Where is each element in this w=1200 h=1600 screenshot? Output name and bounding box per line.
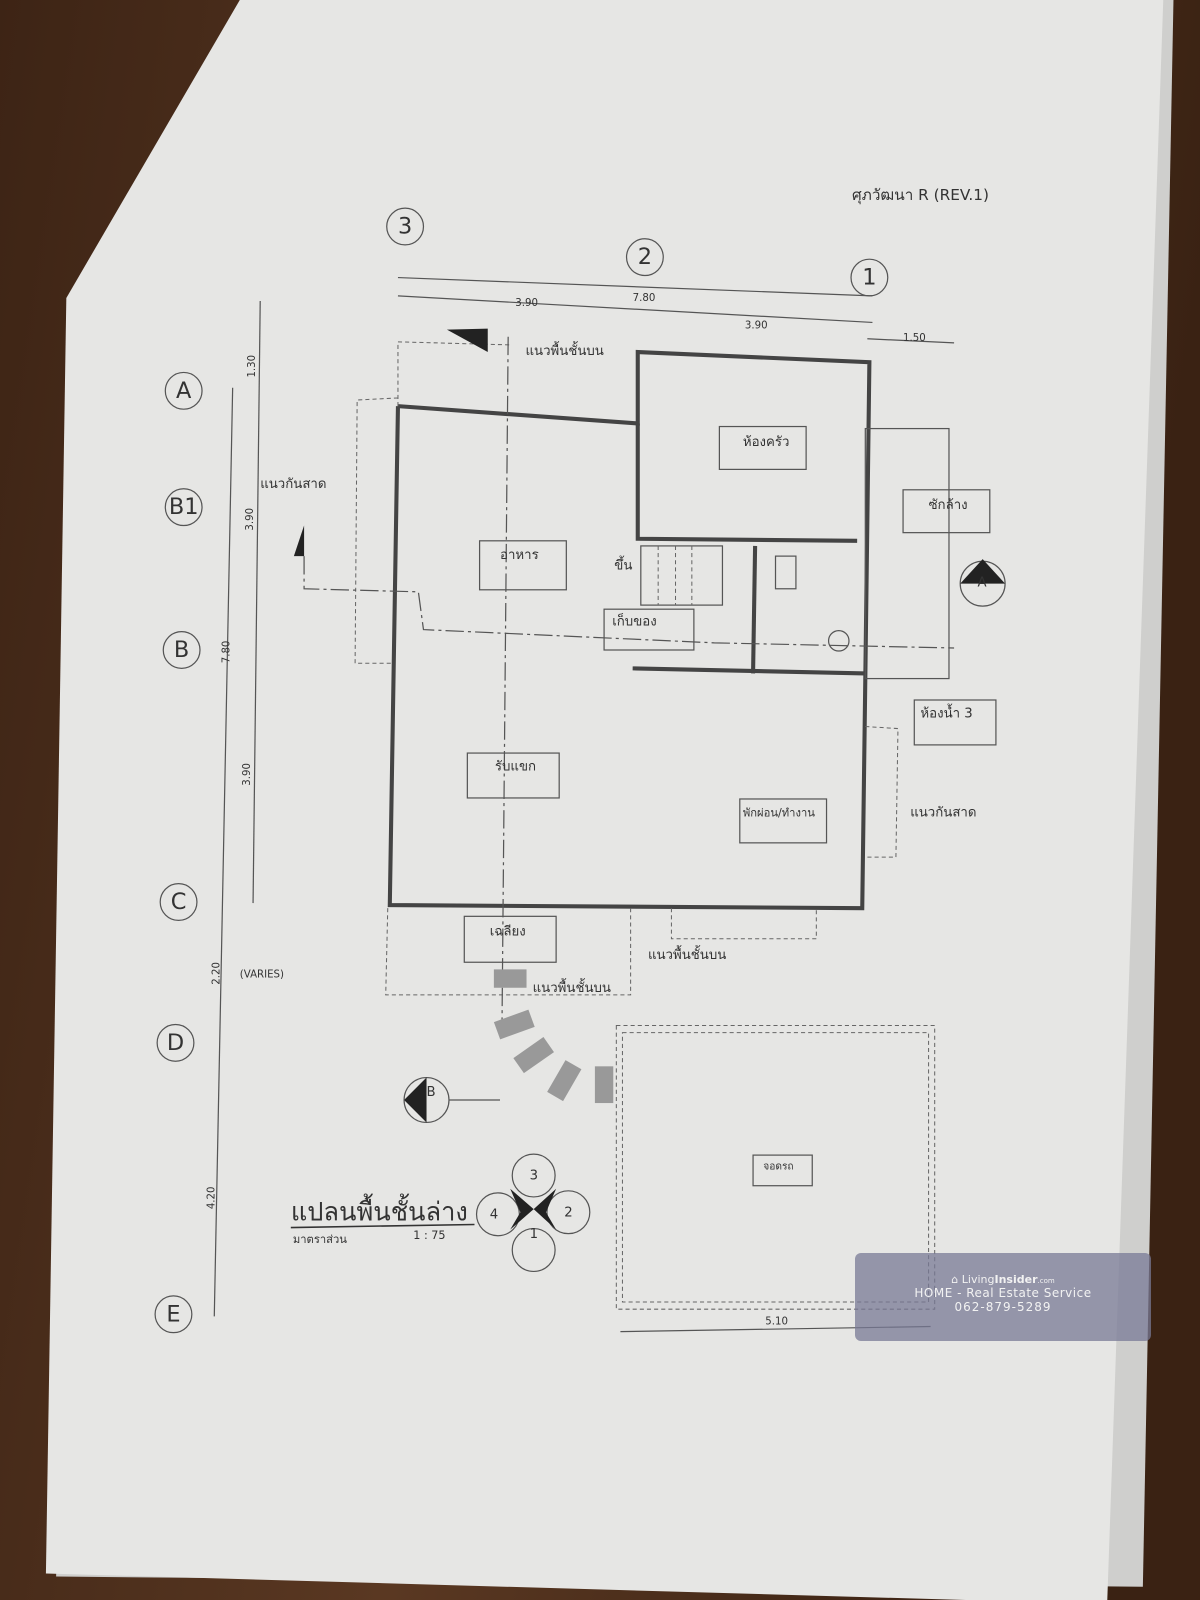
svg-text:3: 3 [530, 1169, 538, 1184]
svg-text:แนวกันสาด: แนวกันสาด [910, 805, 976, 820]
svg-text:3.90: 3.90 [242, 763, 253, 786]
notes: แนวพื้นชั้นบน แนวกันสาด แนวกันสาด แนวพื้… [260, 328, 976, 996]
room-laundry: ซักล้าง [902, 489, 991, 534]
building-walls [387, 349, 950, 911]
svg-text:7.80: 7.80 [222, 641, 233, 664]
svg-text:แนวกันสาด: แนวกันสาด [260, 477, 326, 492]
top-dimensions: 7.80 3.90 3.90 1.50 [397, 276, 955, 344]
svg-text:4: 4 [490, 1207, 498, 1222]
room-storage: เก็บของ [603, 608, 695, 651]
section-marker-a: A [959, 559, 1006, 607]
svg-text:2: 2 [638, 244, 652, 270]
watermark: ⌂ LivingInsider.com HOME - Real Estate S… [855, 1253, 1151, 1341]
svg-text:1.50: 1.50 [903, 333, 926, 344]
room-dining: อาหาร [478, 540, 567, 591]
svg-text:4.20: 4.20 [206, 1186, 217, 1209]
svg-text:(VARIES): (VARIES) [240, 970, 284, 981]
room-kitchen: ห้องครัว [718, 425, 807, 470]
svg-text:B: B [427, 1085, 436, 1100]
watermark-logo: ⌂ LivingInsider.com [951, 1273, 1055, 1286]
dashed-outlines [303, 336, 955, 1021]
grid-column-3: 3 [386, 207, 425, 246]
svg-text:พักผ่อน/ทำงาน: พักผ่อน/ทำงาน [743, 806, 815, 819]
svg-text:ห้องน้ำ 3: ห้องน้ำ 3 [920, 703, 972, 721]
svg-text:A: A [176, 378, 192, 404]
svg-text:C: C [171, 889, 187, 915]
svg-text:E: E [166, 1301, 180, 1327]
grid-rows: A B1 B C D E 1.30 3.90 7.80 3.90 2.20 (V… [154, 301, 284, 1334]
room-living: รับแขก [466, 752, 560, 799]
svg-text:A: A [978, 576, 987, 591]
room-labels: ห้องครัว ซักล้าง อาหาร ขึ้น เก็บของ ห้อง… [463, 425, 997, 1187]
svg-text:แนวพื้นชั้นบน: แนวพื้นชั้นบน [533, 978, 611, 996]
section-marker-b: B [403, 1076, 500, 1124]
svg-text:1.30: 1.30 [247, 355, 258, 378]
scale-label: มาตราส่วน [293, 1233, 347, 1246]
svg-text:2.20: 2.20 [211, 962, 222, 985]
svg-text:2: 2 [564, 1205, 572, 1220]
svg-text:D: D [167, 1030, 184, 1056]
svg-text:3.90: 3.90 [745, 321, 768, 332]
grid-column-2: 2 [625, 238, 664, 277]
svg-text:1: 1 [862, 265, 876, 291]
room-garage: จอดรถ [752, 1154, 813, 1187]
svg-text:ห้องครัว: ห้องครัว [743, 434, 790, 450]
svg-text:รับแขก: รับแขก [495, 759, 536, 774]
svg-text:3: 3 [398, 214, 412, 240]
home-icon: ⌂ [951, 1273, 962, 1286]
svg-text:3.90: 3.90 [245, 508, 256, 531]
svg-text:B1: B1 [169, 494, 199, 520]
watermark-phone: 062-879-5289 [954, 1300, 1052, 1314]
svg-text:เก็บของ: เก็บของ [612, 612, 656, 630]
svg-text:1: 1 [530, 1227, 538, 1242]
svg-text:5.10: 5.10 [765, 1316, 788, 1327]
paper-sheet [45, 0, 1164, 1600]
svg-text:อาหาร: อาหาร [500, 548, 539, 563]
svg-text:แนวพื้นชั้นบน: แนวพื้นชั้นบน [526, 341, 604, 359]
project-title: ศุภวัฒนา R (REV.1) [852, 186, 989, 205]
scale-value: 1 : 75 [413, 1229, 445, 1242]
watermark-service: HOME - Real Estate Service [914, 1286, 1092, 1300]
svg-text:แนวพื้นชั้นบน: แนวพื้นชั้นบน [648, 945, 726, 963]
svg-text:3.90: 3.90 [515, 298, 538, 309]
room-rest-work: พักผ่อน/ทำงาน [739, 798, 828, 844]
svg-text:เฉลียง: เฉลียง [490, 924, 526, 940]
room-bathroom: ห้องน้ำ 3 [913, 699, 997, 746]
svg-text:7.80: 7.80 [633, 293, 656, 304]
room-terrace: เฉลียง [463, 915, 557, 963]
svg-text:ซักล้าง: ซักล้าง [929, 497, 968, 513]
plan-title: แปลนพื้นชั้นล่าง [291, 1193, 468, 1227]
key-plan: 3 2 4 1 [475, 1153, 591, 1273]
stairs-up-label: ขึ้น [614, 555, 632, 573]
svg-text:B: B [174, 637, 189, 663]
svg-text:จอดรถ: จอดรถ [763, 1161, 793, 1172]
